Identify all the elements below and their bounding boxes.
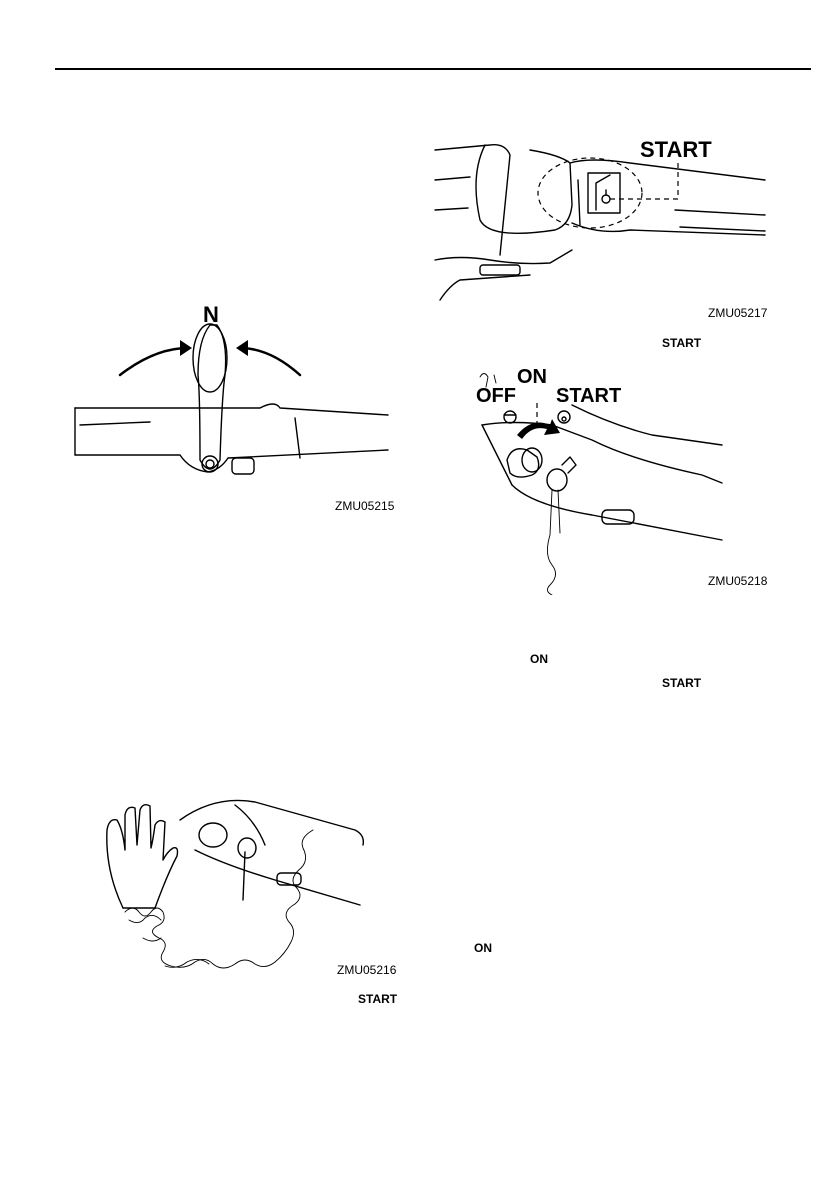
key-switch-illustration xyxy=(472,365,782,595)
figure-key-switch: OFF ON START ZMU05218 xyxy=(472,365,782,595)
label-on: ON xyxy=(517,366,547,389)
figure-shift-lever: N ZMU05215 xyxy=(70,300,390,520)
lanyard-illustration xyxy=(95,790,405,990)
label-n: N xyxy=(203,302,219,328)
inline-on-bottom: ON xyxy=(474,941,492,955)
figure-start-location: START ZMU05217 xyxy=(430,135,780,325)
figure-code-zmu05215: ZMU05215 xyxy=(335,499,394,513)
label-start-fig4: START xyxy=(556,385,621,408)
start-location-illustration xyxy=(430,135,780,325)
inline-on-mid: ON xyxy=(530,652,548,666)
figure-code-zmu05217: ZMU05217 xyxy=(708,306,767,320)
header-rule xyxy=(55,68,811,70)
inline-start-top-right: START xyxy=(662,336,701,350)
figure-lanyard-wrist: ZMU05216 xyxy=(95,790,405,990)
figure-code-zmu05218: ZMU05218 xyxy=(708,574,767,588)
figure-code-zmu05216: ZMU05216 xyxy=(337,963,396,977)
label-start-fig3: START xyxy=(640,137,712,163)
shift-lever-illustration xyxy=(70,300,390,520)
label-off: OFF xyxy=(476,385,516,408)
inline-start-left: START xyxy=(358,992,397,1006)
inline-start-mid: START xyxy=(662,676,701,690)
